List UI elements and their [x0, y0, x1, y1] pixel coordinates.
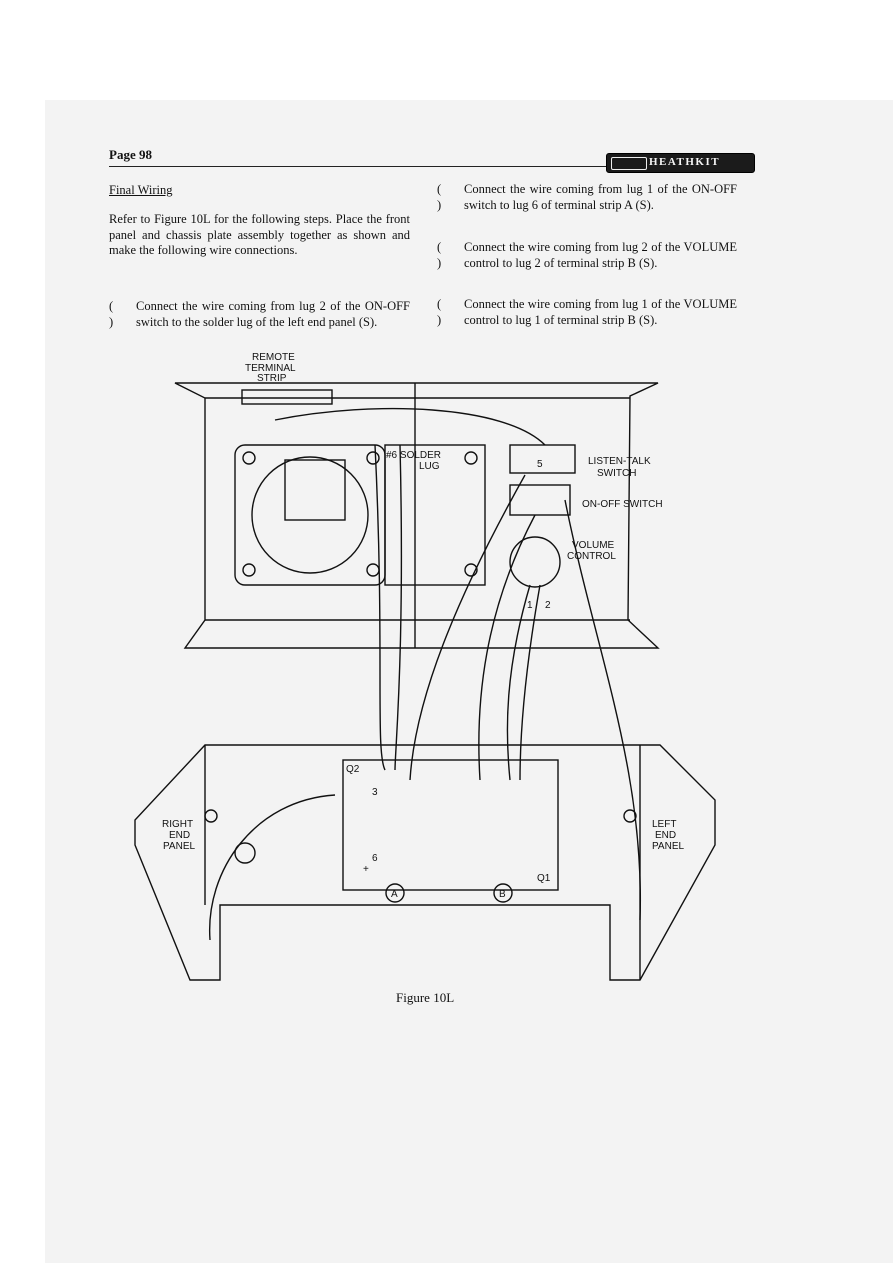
- step-text: Connect the wire coming from lug 1 of th…: [464, 297, 737, 327]
- step-text: Connect the wire coming from lug 2 of th…: [136, 299, 410, 329]
- logo-text: HEATHKIT: [649, 156, 721, 168]
- volume-label-line1: VOLUME: [572, 540, 615, 551]
- intro-paragraph: Refer to Figure 10L for the following st…: [109, 212, 410, 257]
- logo-mark-icon: [611, 157, 647, 170]
- on-off-switch-label: ON-OFF SWITCH: [582, 499, 663, 510]
- section-heading: Final Wiring: [109, 183, 173, 197]
- remote-label-line1: REMOTE: [252, 352, 295, 363]
- step-text: Connect the wire coming from lug 2 of th…: [464, 240, 737, 270]
- remote-label-line3: STRIP: [257, 373, 287, 384]
- step-text: Connect the wire coming from lug 1 of th…: [464, 182, 737, 212]
- plus-label: +: [363, 864, 369, 875]
- lug-1-label: 1: [527, 600, 533, 611]
- left-end-panel-line2: END: [655, 830, 676, 841]
- left-end-panel-line1: LEFT: [652, 819, 676, 830]
- lug-3-label: 3: [372, 787, 378, 798]
- remote-terminal-strip: [241, 389, 333, 405]
- figure-labels: REMOTE TERMINAL STRIP #6 SOLDER LUG LIST…: [162, 352, 684, 900]
- volume-control: [509, 536, 561, 588]
- heathkit-logo: HEATHKIT: [606, 153, 755, 173]
- front-panel-outline: [174, 382, 660, 649]
- solder-lug-label-line2: LUG: [419, 461, 440, 472]
- page-sheet: [45, 100, 893, 1263]
- left-end-panel-line3: PANEL: [652, 841, 684, 852]
- on-off-switch: [509, 484, 571, 516]
- strip-b-label: B: [499, 889, 506, 900]
- lug-6-label: 6: [372, 853, 378, 864]
- q1-label: Q1: [537, 873, 551, 884]
- lug-2-label: 2: [545, 600, 551, 611]
- right-end-panel-line3: PANEL: [163, 841, 195, 852]
- speaker: [234, 444, 386, 586]
- circuit-board: [342, 759, 559, 891]
- listen-talk-label-line2: SWITCH: [597, 468, 636, 479]
- right-end-panel-line2: END: [169, 830, 190, 841]
- page-number: Page 98: [109, 147, 152, 162]
- wiring-figure: REMOTE TERMINAL STRIP #6 SOLDER LUG LIST…: [134, 352, 716, 981]
- step-checkbox[interactable]: ( ): [437, 240, 442, 270]
- chassis-plate: [134, 744, 716, 981]
- volume-label-line2: CONTROL: [567, 551, 616, 562]
- terminal-strip-b-badge: [493, 883, 513, 903]
- terminal-strip-a-badge: [385, 883, 405, 903]
- lug-5-label: 5: [537, 459, 543, 470]
- step-checkbox[interactable]: ( ): [437, 297, 442, 327]
- solder-lug-label-line1: #6 SOLDER: [386, 450, 441, 461]
- strip-a-label: A: [391, 889, 398, 900]
- figure-caption: Figure 10L: [396, 990, 455, 1005]
- right-end-panel-line1: RIGHT: [162, 819, 193, 830]
- step-checkbox[interactable]: ( ): [109, 299, 114, 329]
- listen-talk-switch: [509, 444, 576, 474]
- remote-label-line2: TERMINAL: [245, 363, 296, 374]
- q2-label: Q2: [346, 764, 360, 775]
- step-checkbox[interactable]: ( ): [437, 182, 442, 212]
- header-rule: [109, 166, 609, 167]
- listen-talk-label-line1: LISTEN-TALK: [588, 456, 651, 467]
